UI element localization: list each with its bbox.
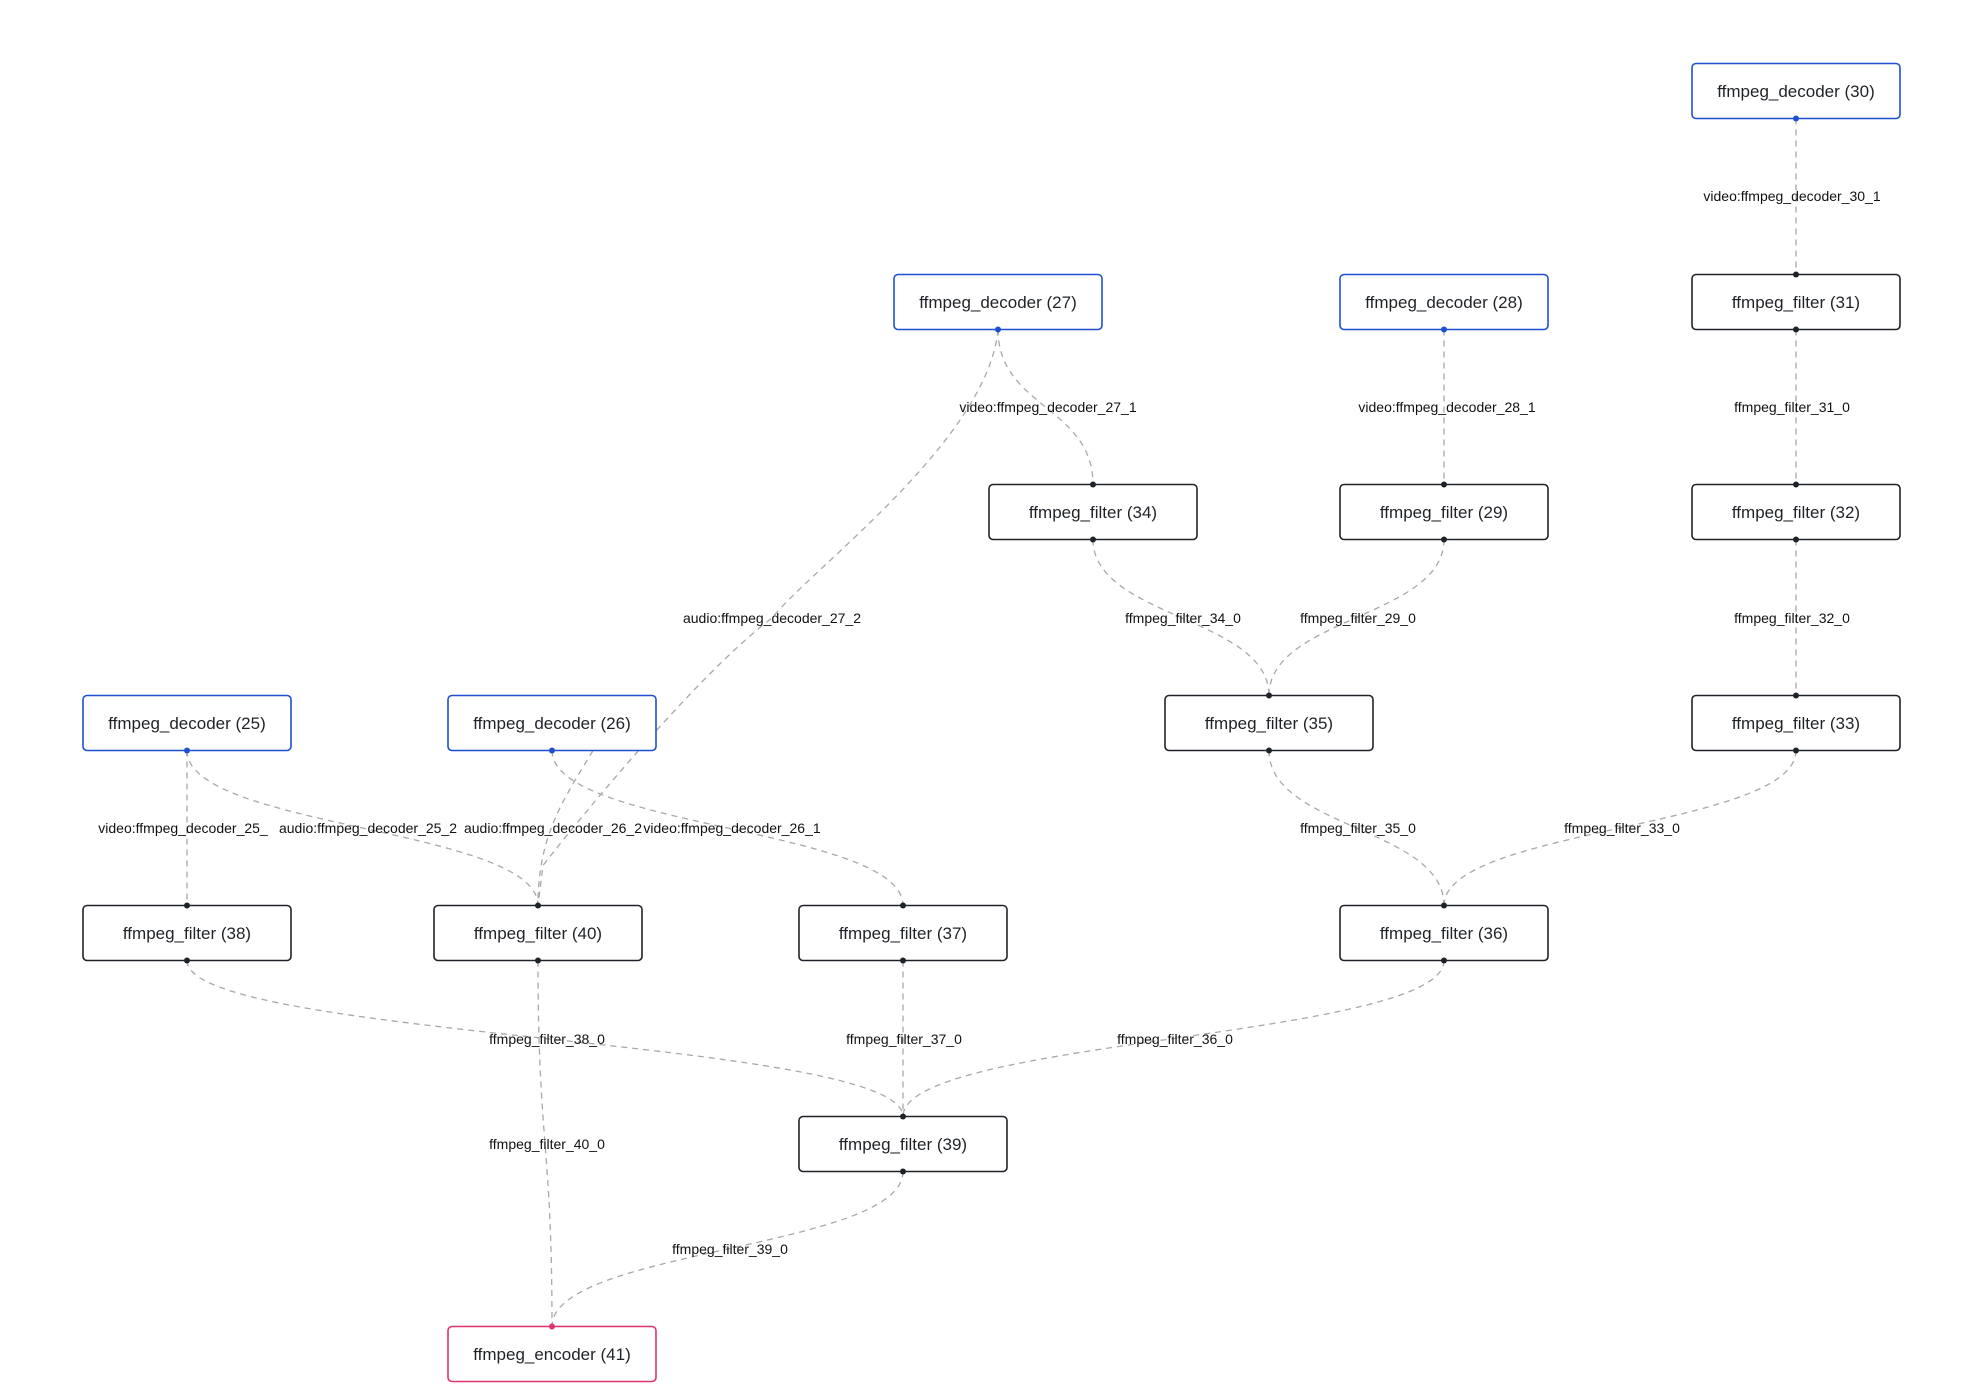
- edge-label: ffmpeg_filter_40_0: [489, 1136, 605, 1152]
- node-32[interactable]: ffmpeg_filter (32): [1691, 483, 1901, 541]
- node-label: ffmpeg_filter (36): [1380, 924, 1508, 943]
- input-port[interactable]: [1793, 481, 1799, 488]
- edge-label: video:ffmpeg_decoder_26_1: [643, 820, 820, 836]
- input-port[interactable]: [549, 1323, 555, 1330]
- input-port[interactable]: [535, 902, 541, 909]
- output-port[interactable]: [1266, 747, 1272, 754]
- output-port[interactable]: [184, 747, 190, 754]
- edge-label: ffmpeg_filter_35_0: [1300, 820, 1416, 836]
- output-port[interactable]: [995, 326, 1001, 333]
- edge-38-to-39: [186, 960, 904, 1117]
- output-port[interactable]: [1441, 536, 1447, 543]
- edge-27-to-40: [537, 329, 999, 906]
- node-37[interactable]: ffmpeg_filter (37): [798, 904, 1008, 962]
- edge-label: video:ffmpeg_decoder_25_: [98, 820, 268, 836]
- node-31[interactable]: ffmpeg_filter (31): [1691, 273, 1901, 331]
- output-port[interactable]: [1441, 957, 1447, 964]
- node-label: ffmpeg_filter (40): [474, 924, 602, 943]
- output-port[interactable]: [549, 747, 555, 754]
- node-41[interactable]: ffmpeg_encoder (41): [447, 1325, 657, 1383]
- edge-label: ffmpeg_filter_34_0: [1125, 610, 1241, 626]
- node-label: ffmpeg_filter (35): [1205, 714, 1333, 733]
- output-port[interactable]: [1793, 115, 1799, 122]
- edge-36-to-39: [902, 960, 1445, 1117]
- input-port[interactable]: [184, 902, 190, 909]
- edge-29-to-35: [1268, 539, 1445, 696]
- node-label: ffmpeg_filter (34): [1029, 503, 1157, 522]
- edge-labels-layer: video:ffmpeg_decoder_30_1 video:ffmpeg_de…: [98, 188, 1881, 1257]
- node-label: ffmpeg_decoder (27): [919, 293, 1077, 312]
- node-39[interactable]: ffmpeg_filter (39): [798, 1115, 1008, 1173]
- nodes-layer: ffmpeg_decoder (30) ffmpeg_decoder (27) ff…: [82, 62, 1901, 1383]
- node-33[interactable]: ffmpeg_filter (33): [1691, 694, 1901, 752]
- output-port[interactable]: [1090, 536, 1096, 543]
- node-38[interactable]: ffmpeg_filter (38): [82, 904, 292, 962]
- ports-layer: [184, 115, 1799, 1330]
- edge-label: video:ffmpeg_decoder_30_1: [1703, 188, 1880, 204]
- node-40[interactable]: ffmpeg_filter (40): [433, 904, 643, 962]
- node-27[interactable]: ffmpeg_decoder (27): [893, 273, 1103, 331]
- edge-label: video:ffmpeg_decoder_27_1: [959, 399, 1136, 415]
- input-port[interactable]: [1793, 271, 1799, 278]
- node-label: ffmpeg_decoder (28): [1365, 293, 1523, 312]
- output-port[interactable]: [900, 957, 906, 964]
- edge-label: ffmpeg_filter_33_0: [1564, 820, 1680, 836]
- node-label: ffmpeg_filter (31): [1732, 293, 1860, 312]
- edge-label: ffmpeg_filter_36_0: [1117, 1031, 1233, 1047]
- node-label: ffmpeg_filter (33): [1732, 714, 1860, 733]
- node-label: ffmpeg_filter (29): [1380, 503, 1508, 522]
- edge-label: ffmpeg_filter_38_0: [489, 1031, 605, 1047]
- node-26[interactable]: ffmpeg_decoder (26): [447, 694, 657, 752]
- edge-27-to-34: [997, 329, 1094, 485]
- node-label: ffmpeg_decoder (25): [108, 714, 266, 733]
- node-25[interactable]: ffmpeg_decoder (25): [82, 694, 292, 752]
- node-30[interactable]: ffmpeg_decoder (30): [1691, 62, 1901, 120]
- node-34[interactable]: ffmpeg_filter (34): [988, 483, 1198, 541]
- edge-33-to-36: [1443, 750, 1797, 906]
- input-port[interactable]: [1266, 692, 1272, 699]
- node-label: ffmpeg_filter (39): [839, 1135, 967, 1154]
- edge-39-to-41: [551, 1171, 904, 1327]
- edge-label: audio:ffmpeg_decoder_26_2: [464, 820, 642, 836]
- output-port[interactable]: [535, 957, 541, 964]
- node-35[interactable]: ffmpeg_filter (35): [1164, 694, 1374, 752]
- input-port[interactable]: [1441, 481, 1447, 488]
- edge-label: ffmpeg_filter_37_0: [846, 1031, 962, 1047]
- node-label: ffmpeg_filter (32): [1732, 503, 1860, 522]
- edge-label: ffmpeg_filter_29_0: [1300, 610, 1416, 626]
- edge-label: ffmpeg_filter_39_0: [672, 1241, 788, 1257]
- node-label: ffmpeg_decoder (26): [473, 714, 631, 733]
- edge-34-to-35: [1092, 539, 1270, 696]
- node-28[interactable]: ffmpeg_decoder (28): [1339, 273, 1549, 331]
- edge-label: ffmpeg_filter_31_0: [1734, 399, 1850, 415]
- edge-label: audio:ffmpeg_decoder_25_2: [279, 820, 457, 836]
- node-label: ffmpeg_filter (37): [839, 924, 967, 943]
- node-36[interactable]: ffmpeg_filter (36): [1339, 904, 1549, 962]
- output-port[interactable]: [1441, 326, 1447, 333]
- edge-label: video:ffmpeg_decoder_28_1: [1358, 399, 1535, 415]
- node-label: ffmpeg_encoder (41): [473, 1345, 631, 1364]
- input-port[interactable]: [900, 902, 906, 909]
- edge-40-to-41: [537, 960, 553, 1327]
- node-label: ffmpeg_filter (38): [123, 924, 251, 943]
- output-port[interactable]: [1793, 536, 1799, 543]
- output-port[interactable]: [1793, 747, 1799, 754]
- output-port[interactable]: [1793, 326, 1799, 333]
- output-port[interactable]: [900, 1168, 906, 1175]
- input-port[interactable]: [1441, 902, 1447, 909]
- node-label: ffmpeg_decoder (30): [1717, 82, 1875, 101]
- edge-35-to-36: [1268, 750, 1445, 906]
- input-port[interactable]: [1090, 481, 1096, 488]
- edge-label: ffmpeg_filter_32_0: [1734, 610, 1850, 626]
- edges-layer: [186, 118, 1797, 1327]
- input-port[interactable]: [900, 1113, 906, 1120]
- edge-26-to-40: [537, 750, 594, 906]
- node-29[interactable]: ffmpeg_filter (29): [1339, 483, 1549, 541]
- edge-label: audio:ffmpeg_decoder_27_2: [683, 610, 861, 626]
- output-port[interactable]: [184, 957, 190, 964]
- edge-26-to-37: [551, 750, 904, 906]
- input-port[interactable]: [1793, 692, 1799, 699]
- edge-25-to-40: [186, 750, 539, 906]
